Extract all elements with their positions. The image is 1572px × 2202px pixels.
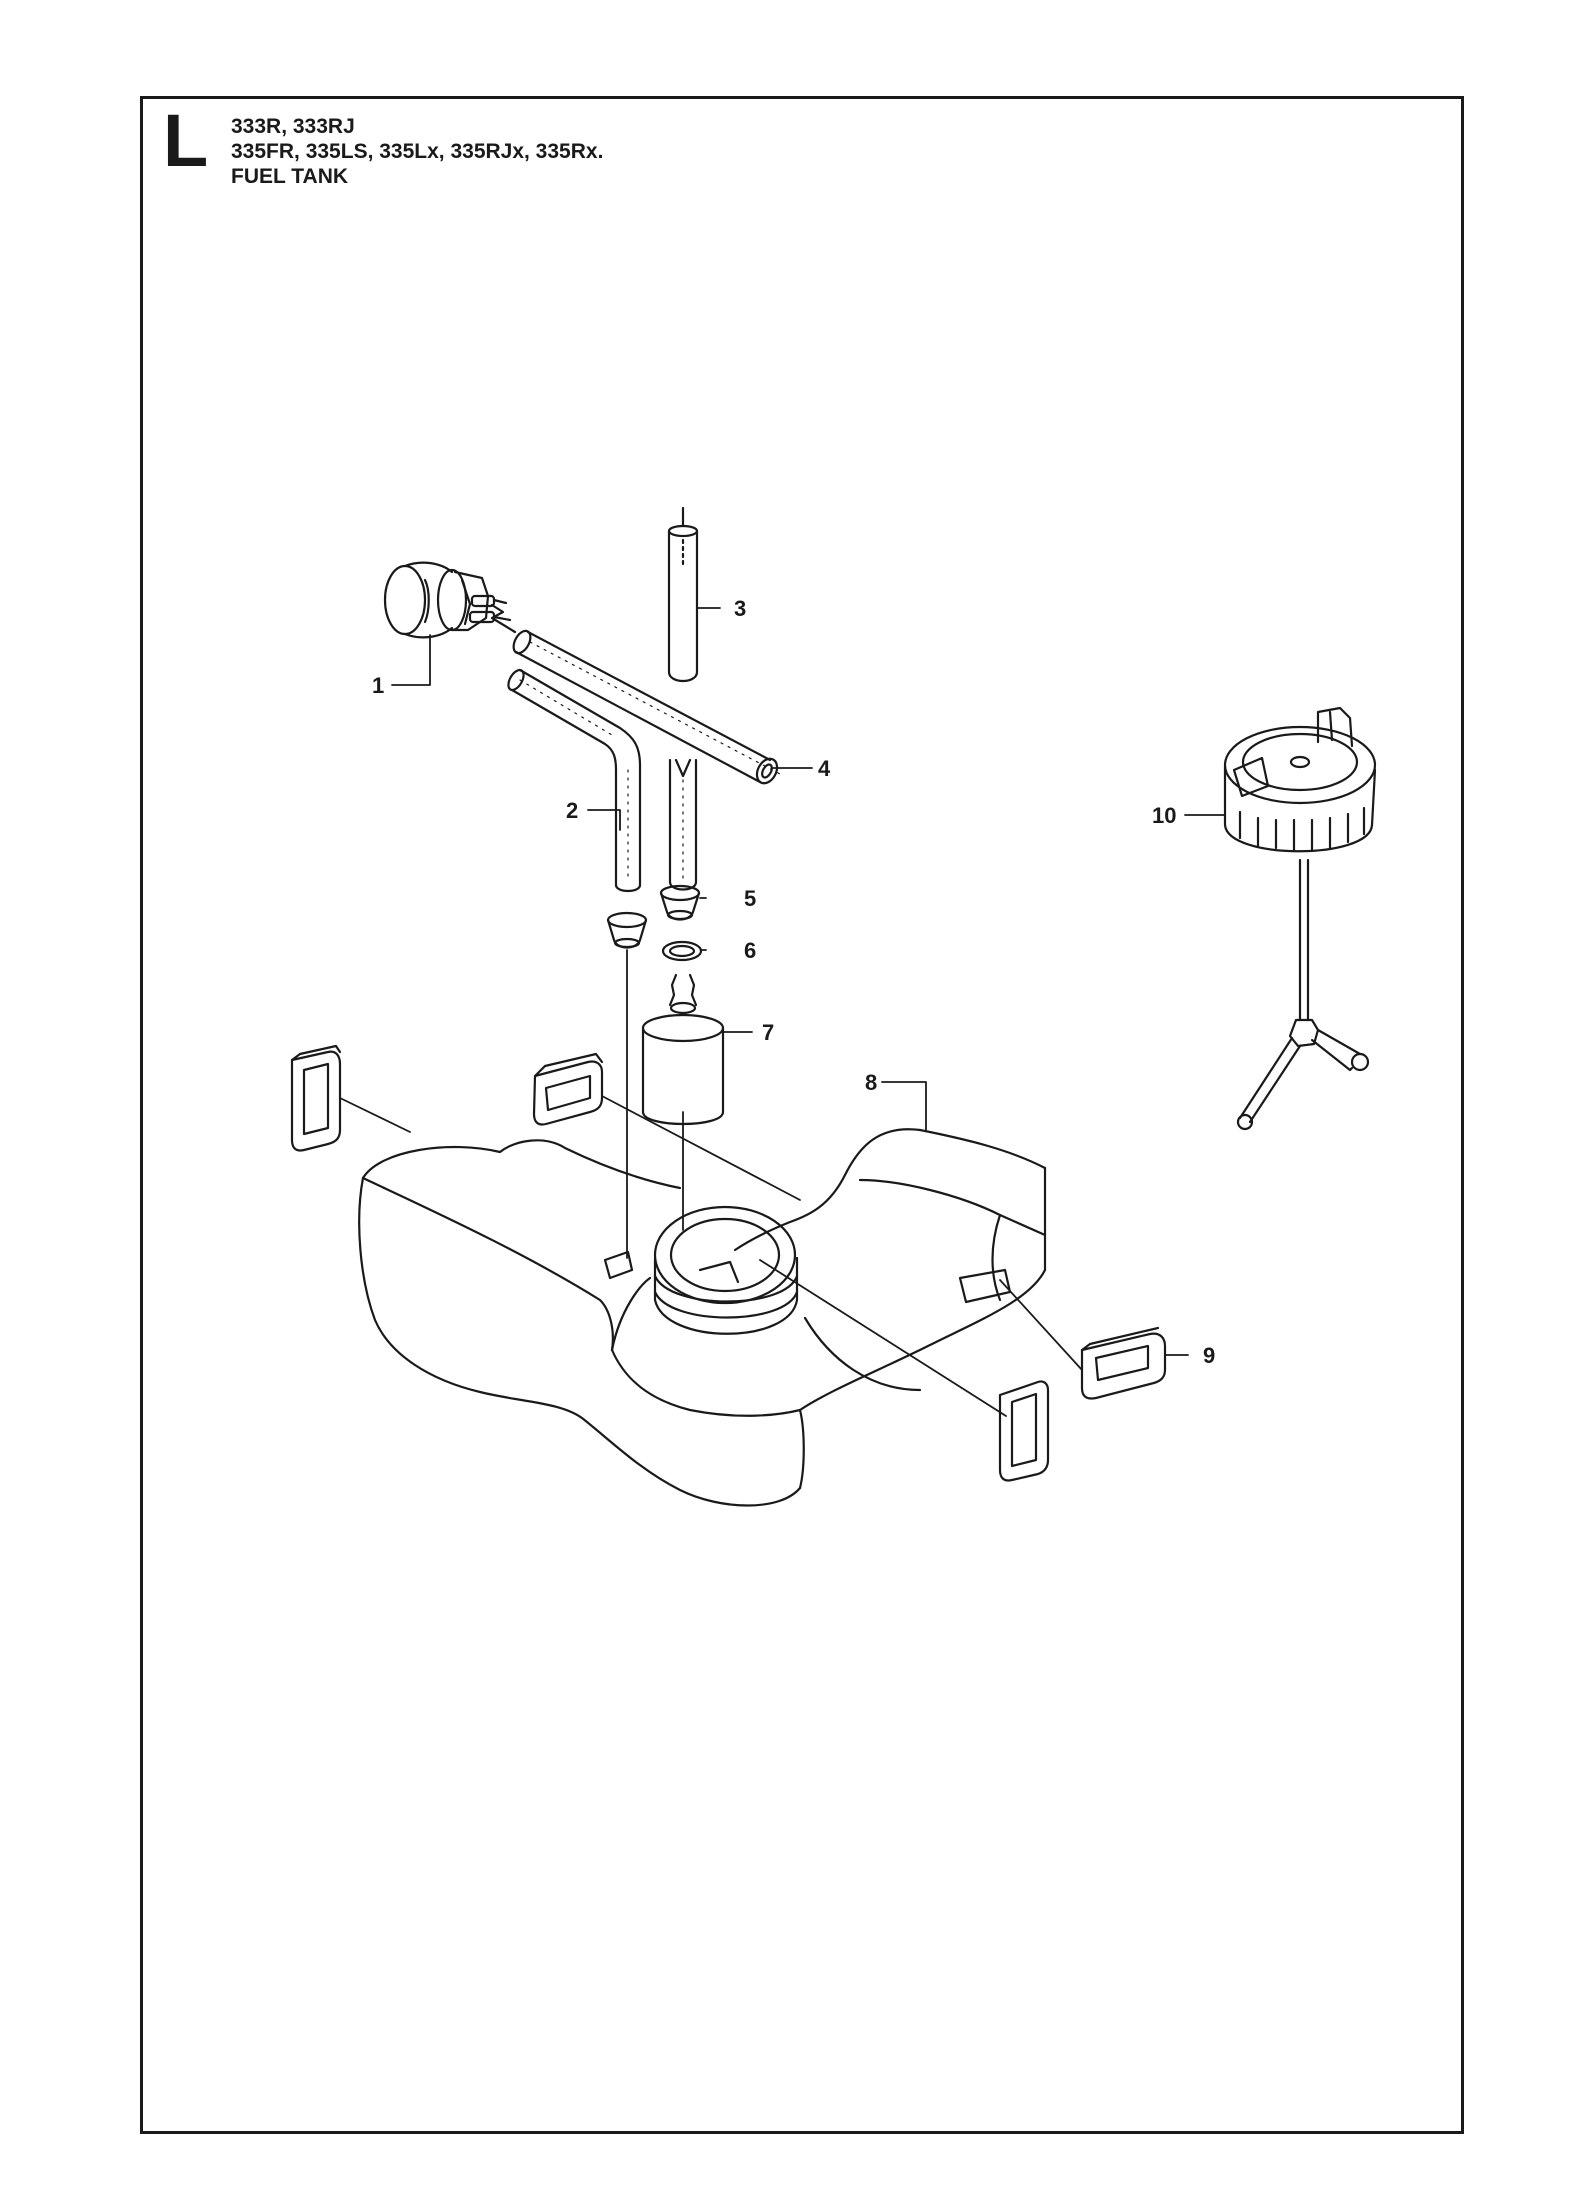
callout-8: 8 xyxy=(865,1070,877,1095)
callout-5: 5 xyxy=(744,886,756,911)
page-frame xyxy=(140,96,1464,2134)
callout-4: 4 xyxy=(818,756,831,781)
callout-labels: 1 2 3 4 5 6 7 8 9 10 xyxy=(372,596,1215,1368)
callout-10: 10 xyxy=(1152,803,1176,828)
rubber-mount-top-left-icon xyxy=(290,1044,342,1152)
fuel-hose-short-icon xyxy=(668,758,698,891)
fuel-hose-icon xyxy=(507,668,642,893)
rubber-mount-tank-right-icon xyxy=(998,1380,1050,1482)
leader-lines xyxy=(339,607,1226,1417)
fuel-cap-icon xyxy=(1223,706,1377,1131)
fuel-pump-primer-icon xyxy=(383,561,512,639)
callout-1: 1 xyxy=(372,673,384,698)
callout-7: 7 xyxy=(762,1020,774,1045)
callout-9: 9 xyxy=(1203,1343,1215,1368)
models-line-2: 335FR, 335LS, 335Lx, 335RJx, 335Rx. xyxy=(231,140,604,163)
fuel-filter-icon xyxy=(641,973,725,1126)
models-line-1: 333R, 333RJ xyxy=(231,115,355,138)
page-title-block: 333R, 333RJ 335FR, 335LS, 335Lx, 335RJx,… xyxy=(231,114,603,189)
callout-2: 2 xyxy=(566,798,578,823)
fuel-hose-straight-icon xyxy=(667,506,699,683)
o-ring-icon xyxy=(661,940,703,962)
fuel-tank-icon xyxy=(358,1128,1047,1507)
callout-6: 6 xyxy=(744,938,756,963)
grommet-icon xyxy=(659,884,701,921)
grommet-left-icon xyxy=(606,911,648,949)
rubber-mount-icon xyxy=(1080,1326,1167,1400)
callout-3: 3 xyxy=(734,596,746,621)
section-letter: L xyxy=(163,99,209,182)
page-title: FUEL TANK xyxy=(231,165,349,188)
fuel-hose-long-icon xyxy=(490,603,781,785)
rubber-mount-top-center-icon xyxy=(532,1052,604,1126)
